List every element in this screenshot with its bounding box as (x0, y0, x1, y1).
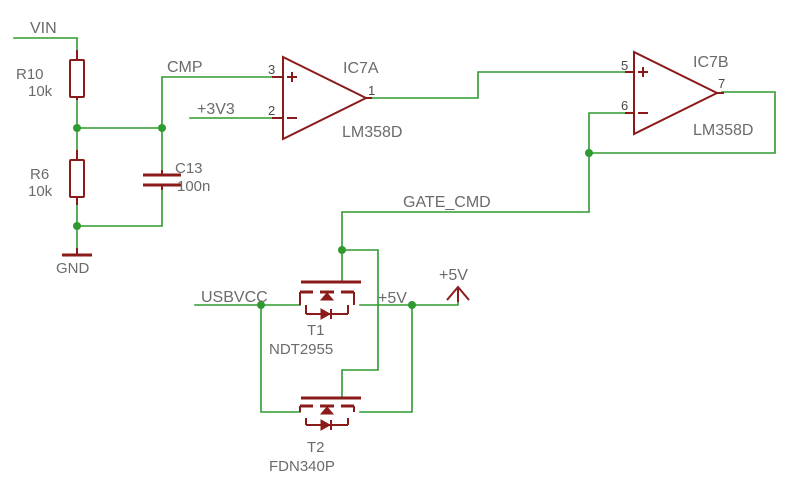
wire-vin (13, 37, 78, 51)
wire-gate-cmd (341, 152, 590, 283)
wire-ic7b-feedback (588, 91, 776, 154)
t2-diode (320, 419, 332, 431)
wire-ic7a-out (367, 71, 626, 99)
wire-gate-cross (341, 249, 379, 399)
ic7b-pin-7: 7 (718, 76, 725, 91)
transistor-t1 (299, 280, 361, 320)
wire-cmp (161, 76, 273, 171)
c13-name: C13 (175, 160, 203, 177)
t1-diode (320, 308, 332, 320)
ic7a-pin-1: 1 (368, 83, 375, 98)
ic7a-pin-3: 3 (268, 62, 275, 77)
c13-value: 100n (177, 178, 210, 195)
r10-name: R10 (16, 66, 44, 83)
wire-ic7b-minus (588, 112, 626, 154)
net-label-3v3: +3V3 (197, 101, 235, 118)
t1-arrow (319, 292, 335, 301)
junctions (73, 124, 593, 309)
ic7b-value: LM358D (693, 122, 753, 139)
net-label-5v: +5V (378, 290, 407, 307)
supply-5v-symbol (446, 285, 470, 302)
supply-5v-label: +5V (439, 267, 468, 284)
t2-arrow (319, 406, 335, 415)
junction-5v (408, 301, 416, 309)
junction-usbvcc (257, 301, 265, 309)
junction-feedback (585, 149, 593, 157)
t2-value: FDN340P (269, 458, 335, 475)
t1-name: T1 (307, 322, 325, 339)
resistor-r10 (69, 50, 85, 100)
ic7b-pin-5: 5 (621, 58, 628, 73)
net-label-cmp: CMP (167, 59, 203, 76)
r6-value: 10k (28, 183, 53, 200)
gnd-label: GND (56, 260, 90, 277)
r10-value: 10k (28, 83, 53, 100)
junction-cmp (158, 124, 166, 132)
ic7b-pin-6: 6 (621, 98, 628, 113)
net-label-vin: VIN (30, 20, 57, 37)
net-label-usbvcc: USBVCC (201, 289, 268, 306)
ic7b-name: IC7B (693, 54, 729, 71)
capacitor-c13 (143, 170, 181, 190)
t2-name: T2 (307, 439, 325, 456)
wire-t2-left (260, 304, 301, 413)
net-label-gate-cmd: GATE_CMD (403, 194, 491, 211)
wire-c13-bottom (76, 187, 163, 227)
ic7a-pin-2: 2 (268, 103, 275, 118)
opamp-ic7b (625, 50, 724, 136)
ic7a-name: IC7A (343, 60, 379, 77)
junction-gate (338, 246, 346, 254)
opamp-ic7a (272, 55, 372, 141)
resistor-r6 (69, 150, 85, 205)
wire-t2-right (359, 304, 413, 413)
r6-name: R6 (30, 166, 49, 183)
gnd-symbol (62, 248, 92, 257)
junction-divider (73, 124, 81, 132)
junction-gnd (73, 222, 81, 230)
t1-value: NDT2955 (269, 341, 333, 358)
transistor-t2 (299, 396, 361, 431)
ic7a-value: LM358D (342, 124, 402, 141)
wires (13, 37, 776, 413)
